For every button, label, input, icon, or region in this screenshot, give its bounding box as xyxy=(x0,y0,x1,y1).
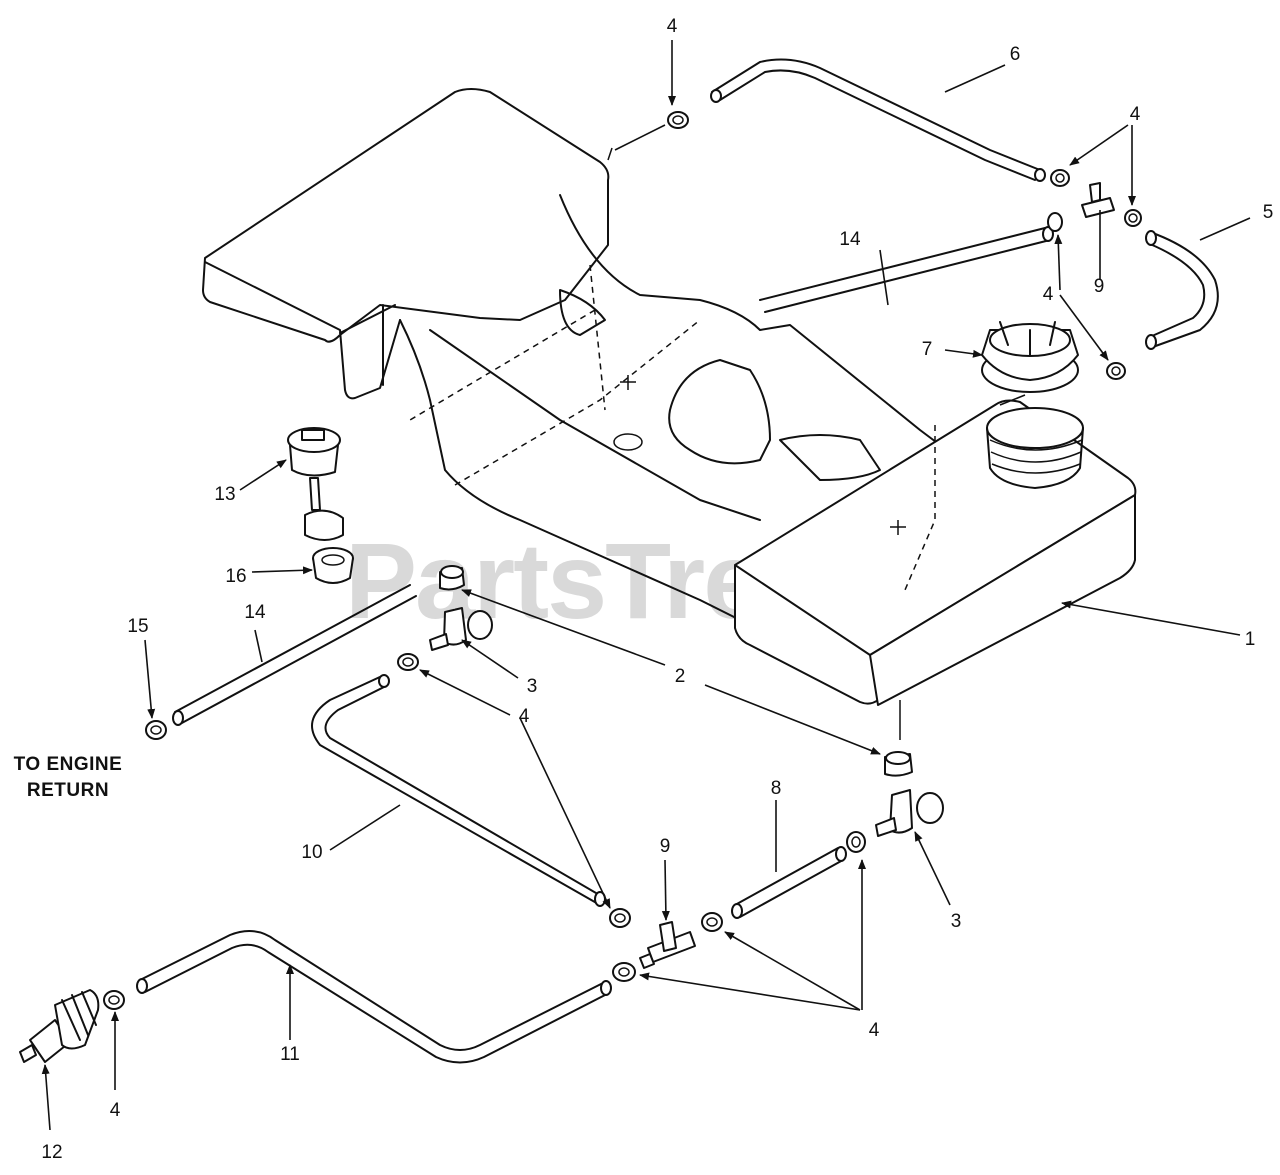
callout-13: 13 xyxy=(214,484,235,505)
clamp-4-right-b xyxy=(1124,209,1142,227)
callout-7: 7 xyxy=(922,339,933,360)
hose-14-lower-a xyxy=(174,584,411,713)
callout-10: 10 xyxy=(301,842,322,863)
callout-14-lower: 14 xyxy=(244,602,266,623)
callout-3-upper: 3 xyxy=(527,676,538,697)
callout-3-lower: 3 xyxy=(951,911,962,932)
callout-14-upper: 14 xyxy=(839,229,861,250)
grommet-16 xyxy=(312,547,354,584)
hose-6-outer xyxy=(711,58,1041,171)
callout-6: 6 xyxy=(1010,44,1021,65)
clamp-4-low-a xyxy=(609,908,631,928)
hose-10-outer xyxy=(311,675,601,906)
clamp-4-low-b xyxy=(701,912,723,932)
fuel-cap-7 xyxy=(981,321,1079,393)
clamp-4-low-e xyxy=(103,990,125,1010)
shutoff-valve-3-upper xyxy=(429,607,493,651)
dipstick-13 xyxy=(287,427,344,541)
hose-10-inner xyxy=(324,685,597,894)
hose-5-outer xyxy=(1149,231,1219,349)
clamp-4-top xyxy=(667,111,689,129)
clamp-15 xyxy=(145,720,167,740)
callout-5: 5 xyxy=(1263,202,1274,223)
shutoff-valve-3-lower xyxy=(875,789,944,837)
callout-8: 8 xyxy=(771,778,782,799)
leader-lines xyxy=(41,40,1251,1131)
tee-fitting-9-lower xyxy=(639,921,696,969)
grommet-2-lower xyxy=(884,751,913,777)
clamp-4-low-c xyxy=(612,962,636,982)
hose-6-inner xyxy=(719,69,1036,181)
clamp-4-right-a xyxy=(1050,169,1070,187)
hose-14-upper-a xyxy=(759,227,1046,301)
callout-12: 12 xyxy=(41,1142,62,1163)
callout-4-low: 4 xyxy=(869,1020,880,1041)
callout-9-lower: 9 xyxy=(660,836,671,857)
callout-4-right: 4 xyxy=(1130,104,1141,125)
callout-4-mid-right: 4 xyxy=(1043,284,1054,305)
callout-4-bottom-left: 4 xyxy=(110,1100,121,1121)
hose-8 xyxy=(734,847,844,918)
clamp-4-right-d xyxy=(1106,362,1126,380)
callout-1: 1 xyxy=(1245,629,1256,650)
hose-14-upper-b xyxy=(764,239,1051,313)
clamp-4-right-c xyxy=(1047,212,1063,232)
callout-16: 16 xyxy=(225,566,246,587)
fuel-tank xyxy=(202,88,1137,740)
note-line-2: RETURN xyxy=(27,780,109,801)
tee-fitting-9-upper xyxy=(1081,182,1115,218)
callout-9-upper: 9 xyxy=(1094,276,1105,297)
note-line-1: TO ENGINE xyxy=(14,754,123,775)
hose-11-inner xyxy=(144,943,608,1064)
callout-4-mid: 4 xyxy=(519,706,530,727)
hose-5-inner xyxy=(1149,243,1206,337)
callout-11: 11 xyxy=(280,1044,300,1065)
clamp-4-low-d xyxy=(846,831,866,853)
callout-2: 2 xyxy=(675,666,686,687)
clamp-4-mid xyxy=(397,653,419,671)
callout-4-top: 4 xyxy=(667,16,678,37)
fuel-filter-12 xyxy=(19,989,100,1063)
hose-14-lower-b xyxy=(179,595,417,725)
hose-11-outer xyxy=(139,930,606,1051)
callout-15: 15 xyxy=(127,616,148,637)
grommet-2-upper xyxy=(439,565,465,591)
